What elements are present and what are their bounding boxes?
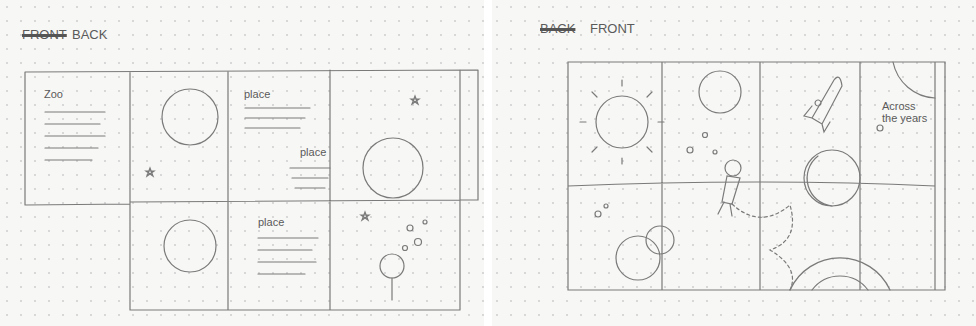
- dot-grid: [492, 0, 976, 326]
- front-layout: [568, 62, 945, 290]
- paper-left: [0, 0, 484, 326]
- paper-right: [492, 0, 976, 326]
- cover-text: Across the years: [882, 100, 928, 124]
- sketch-note: place: [244, 88, 270, 100]
- sketch-note: Zoo: [44, 88, 63, 100]
- dot-grid: [0, 0, 484, 326]
- sketch-note: place: [300, 146, 326, 158]
- sketch-note: place: [258, 216, 284, 228]
- sketch-note: FRONT: [590, 22, 635, 36]
- struck-heading: FRONT: [22, 28, 67, 42]
- struck-heading: BACK: [540, 22, 575, 36]
- sketch-note: BACK: [72, 28, 107, 42]
- back-layout: [25, 70, 478, 310]
